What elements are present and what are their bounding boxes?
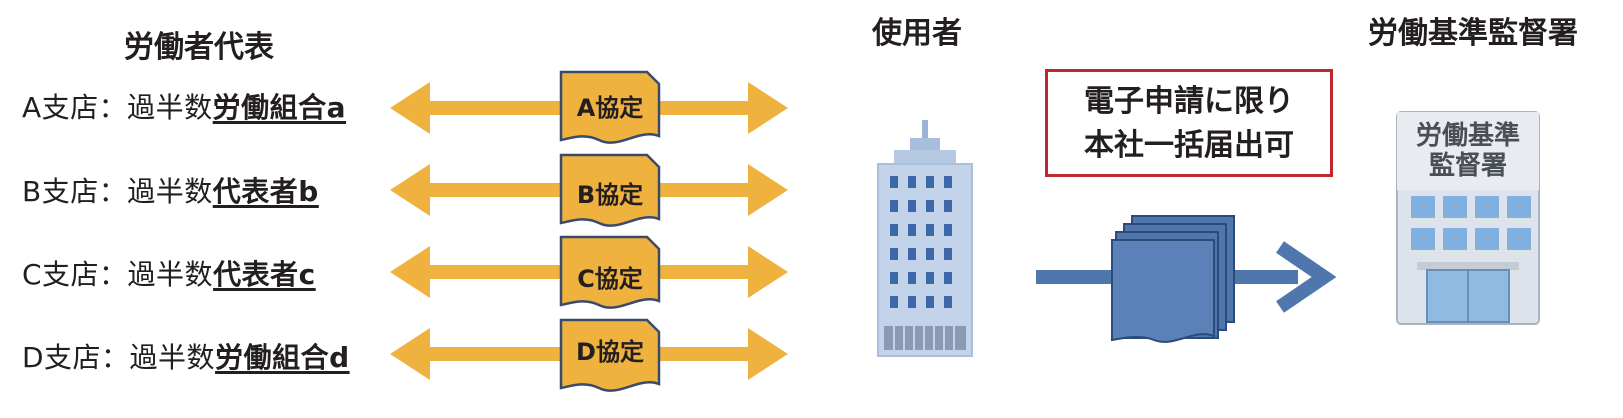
office-sign-line1: 労働基準	[1416, 120, 1520, 151]
branch-representative: 代表者c	[213, 258, 316, 291]
agreement-document-a: A協定	[559, 70, 661, 146]
agreement-label: C協定	[577, 265, 643, 293]
agreement-document-d: D協定	[559, 318, 661, 394]
document-icon	[559, 70, 661, 144]
office-sign-line2: 監督署	[1429, 150, 1507, 181]
document-icon	[559, 318, 661, 392]
agreement-label: A協定	[576, 94, 644, 122]
electronic-filing-notice: 電子申請に限り 本社一括届出可	[1045, 69, 1333, 177]
document-icon	[559, 153, 661, 227]
agreement-label: D協定	[576, 338, 644, 366]
branch-row-a: A支店：過半数労働組合a	[22, 86, 346, 126]
branch-representative: 労働組合a	[212, 91, 347, 124]
branch-row-d: D支店：過半数労働組合d	[22, 336, 350, 376]
notice-line: 本社一括届出可	[1084, 128, 1294, 163]
branch-label: C支店：過半数	[22, 258, 214, 291]
document-stack-icon	[1111, 215, 1235, 343]
branch-label: A支店：過半数	[22, 91, 213, 124]
heading-labor-standards-office: 労働基準監督署	[1368, 16, 1578, 51]
branch-representative: 労働組合d	[215, 341, 350, 374]
agreement-label: B協定	[576, 181, 644, 209]
branch-label: B支店：過半数	[22, 175, 213, 208]
document-icon	[559, 235, 661, 309]
branch-row-b: B支店：過半数代表者b	[22, 170, 319, 210]
notice-line: 電子申請に限り	[1084, 84, 1294, 119]
branch-representative: 代表者b	[212, 175, 319, 208]
agreement-document-b: B協定	[559, 153, 661, 229]
branch-row-c: C支店：過半数代表者c	[22, 253, 316, 293]
heading-employer: 使用者	[872, 16, 962, 51]
branch-label: D支店：過半数	[22, 341, 216, 374]
heading-worker-representative: 労働者代表	[124, 30, 274, 65]
labor-office-building-icon: 労働基準 監督署	[1396, 111, 1540, 325]
agreement-document-c: C協定	[559, 235, 661, 311]
office-building-icon	[877, 120, 973, 357]
